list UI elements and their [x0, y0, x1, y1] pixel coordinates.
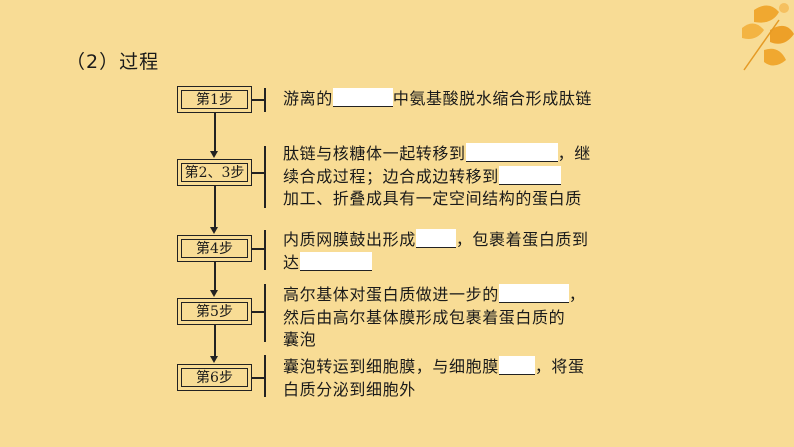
connector-line: [214, 186, 216, 228]
bracket-line: [264, 88, 266, 112]
step-4-description: 内质网膜鼓出形成，包裹着蛋白质到 达: [283, 229, 589, 272]
arrow-down-icon: [210, 227, 218, 234]
answer-blank[interactable]: [498, 284, 569, 303]
step-box-4: 第4步: [177, 235, 252, 262]
bracket-line: [264, 355, 266, 397]
answer-blank[interactable]: [498, 165, 561, 185]
arrow-down-icon: [210, 356, 218, 363]
arrow-down-icon: [210, 151, 218, 158]
answer-blank[interactable]: [332, 88, 393, 107]
answer-blank[interactable]: [299, 251, 372, 271]
connector-line: [214, 113, 216, 152]
bracket-line: [264, 146, 266, 208]
step-label-4: 第4步: [181, 239, 248, 258]
bracket-line: [264, 230, 266, 270]
bracket-tick: [252, 248, 264, 250]
step-1-description: 游离的中氨基酸脱水缩合形成肽链: [283, 88, 593, 108]
answer-blank[interactable]: [415, 229, 456, 248]
bracket-tick: [252, 99, 264, 101]
arrow-down-icon: [210, 290, 218, 297]
step-box-5: 第5步: [177, 298, 252, 325]
answer-blank[interactable]: [465, 143, 558, 162]
step-label-2-3: 第2、3步: [181, 163, 248, 182]
bracket-tick: [252, 377, 264, 379]
step-box-6: 第6步: [177, 364, 252, 391]
connector-line: [214, 262, 216, 291]
bracket-tick: [252, 172, 264, 174]
answer-blank[interactable]: [498, 356, 535, 375]
connector-line: [214, 325, 216, 357]
step-label-5: 第5步: [181, 302, 248, 321]
step-box-1: 第1步: [177, 86, 252, 113]
step-box-2-3: 第2、3步: [177, 159, 252, 186]
section-heading: （2）过程: [66, 51, 160, 73]
bracket-tick: [252, 311, 264, 313]
step-label-1: 第1步: [181, 90, 248, 109]
autumn-leaf-decoration-icon: [742, 3, 794, 71]
step-5-description: 高尔基体对蛋白质做进一步的， 然后由高尔基体膜形成包裹着蛋白质的 囊泡: [283, 284, 586, 349]
step-label-6: 第6步: [181, 368, 248, 387]
bracket-line: [264, 284, 266, 342]
step-2-3-description: 肽链与核糖体一起转移到，继 续合成过程；边合成边转移到 加工、折叠成具有一定空间…: [283, 143, 591, 208]
step-6-description: 囊泡转运到细胞膜，与细胞膜，将蛋 白质分泌到细胞外: [283, 356, 585, 399]
